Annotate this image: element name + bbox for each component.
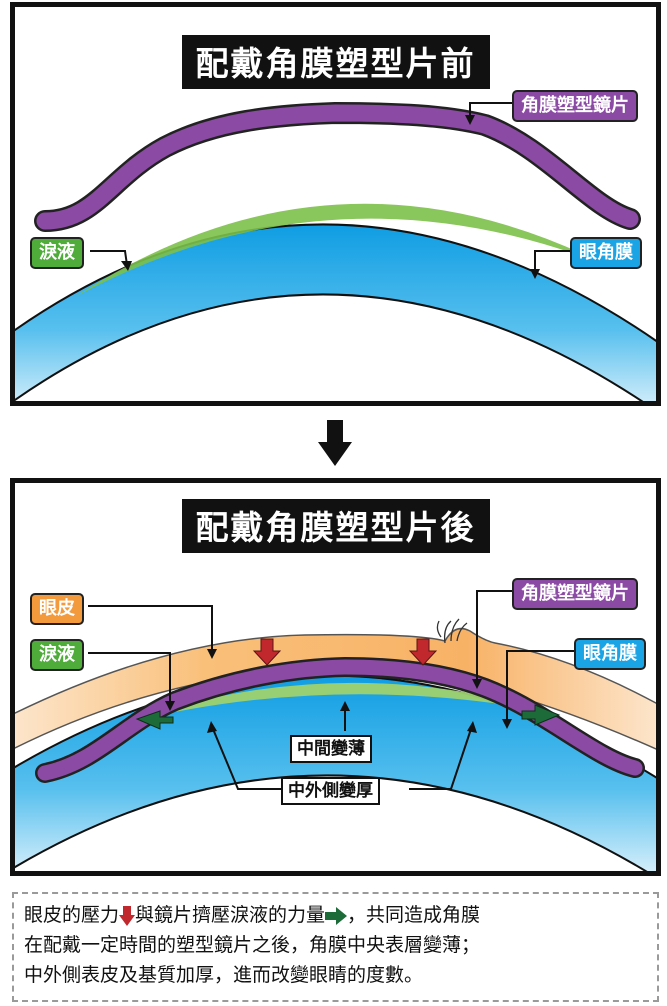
label-lens: 角膜塑型鏡片 xyxy=(512,578,638,610)
eyelash-icon xyxy=(436,618,468,644)
note-periphery-thicker: 中外側變厚 xyxy=(281,777,380,805)
label-eyelid: 眼皮 xyxy=(30,593,84,625)
pressure-arrow-icon xyxy=(252,638,438,666)
after-panel: 配戴角膜塑型片後 眼皮 淚液 角膜塑型鏡片 眼角膜 中間變薄 中外側變厚 xyxy=(10,478,661,876)
label-cornea: 眼角膜 xyxy=(570,237,642,269)
caption-line-1: 眼皮的壓力與鏡片擠壓淚液的力量，共同造成角膜 xyxy=(24,904,481,926)
red-arrow-icon xyxy=(119,905,136,926)
before-title: 配戴角膜塑型片前 xyxy=(181,35,490,89)
caption-box: 眼皮的壓力與鏡片擠壓淚液的力量，共同造成角膜 在配戴一定時間的塑型鏡片之後，角膜… xyxy=(12,892,659,1002)
down-arrow-icon xyxy=(318,420,352,466)
force-arrow-icon xyxy=(135,704,561,730)
after-title: 配戴角膜塑型片後 xyxy=(181,499,490,553)
before-panel: 配戴角膜塑型片前 角膜塑型鏡片 淚液 眼角膜 xyxy=(10,2,661,406)
green-arrow-icon xyxy=(325,906,348,925)
label-tears: 淚液 xyxy=(30,237,84,269)
caption-line-3: 中外側表皮及基質加厚，進而改變眼睛的度數。 xyxy=(24,964,424,986)
caption-line-2: 在配戴一定時間的塑型鏡片之後，角膜中央表層變薄； xyxy=(24,934,481,956)
label-lens: 角膜塑型鏡片 xyxy=(512,90,638,122)
tear-film xyxy=(125,682,555,723)
note-center-thinner: 中間變薄 xyxy=(290,735,372,763)
before-diagram xyxy=(15,101,656,401)
tear-film xyxy=(75,203,610,297)
label-tears: 淚液 xyxy=(30,639,84,671)
label-cornea: 眼角膜 xyxy=(574,638,646,670)
after-diagram xyxy=(15,590,656,871)
